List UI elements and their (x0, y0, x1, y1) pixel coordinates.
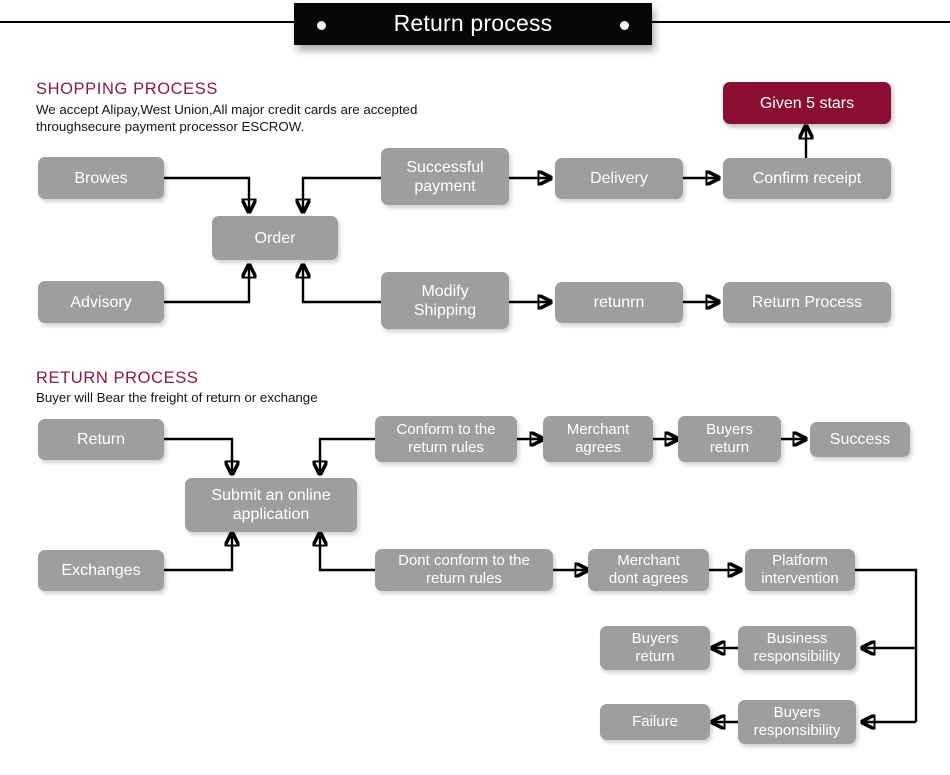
node-merchant-dont-agrees[interactable]: Merchant dont agrees (588, 549, 709, 591)
node-return-process[interactable]: Return Process (723, 282, 891, 323)
node-buyers-return-bottom[interactable]: Buyers return (600, 626, 710, 670)
node-exchanges[interactable]: Exchanges (38, 550, 164, 591)
node-successful-payment[interactable]: Successful payment (381, 148, 509, 205)
node-platform-intervention[interactable]: Platform intervention (745, 549, 855, 591)
node-modify-shipping[interactable]: Modify Shipping (381, 272, 509, 329)
section-heading-shopping: SHOPPING PROCESS (36, 80, 218, 98)
section-subtitle-shopping: We accept Alipay,West Union,All major cr… (36, 102, 418, 134)
node-buyers-return-top[interactable]: Buyers return (678, 416, 781, 462)
title-banner: Return process (294, 3, 652, 45)
node-buyers-responsibility[interactable]: Buyers responsibility (738, 700, 856, 744)
node-retunrn[interactable]: retunrn (555, 282, 683, 323)
section-subtitle-return: Buyer will Bear the freight of return or… (36, 390, 318, 405)
node-business-responsibility[interactable]: Business responsibility (738, 626, 856, 670)
bullet-dot-left-icon (317, 21, 326, 30)
bullet-dot-right-icon (620, 21, 629, 30)
section-heading-return: RETURN PROCESS (36, 369, 199, 387)
node-conform-to-return-rules[interactable]: Conform to the return rules (375, 416, 517, 462)
node-advisory[interactable]: Advisory (38, 281, 164, 323)
node-confirm-receipt[interactable]: Confirm receipt (723, 158, 891, 199)
node-browes[interactable]: Browes (38, 157, 164, 199)
page-title: Return process (393, 9, 553, 36)
node-return[interactable]: Return (38, 419, 164, 460)
node-delivery[interactable]: Delivery (555, 158, 683, 199)
node-order[interactable]: Order (212, 216, 338, 260)
node-failure[interactable]: Failure (600, 704, 710, 740)
node-success[interactable]: Success (810, 422, 910, 457)
node-given-5-stars[interactable]: Given 5 stars (723, 82, 891, 124)
node-merchant-agrees[interactable]: Merchant agrees (543, 416, 653, 462)
node-submit-online-application[interactable]: Submit an online application (185, 478, 357, 532)
node-dont-conform-to-return-rules[interactable]: Dont conform to the return rules (375, 549, 553, 591)
